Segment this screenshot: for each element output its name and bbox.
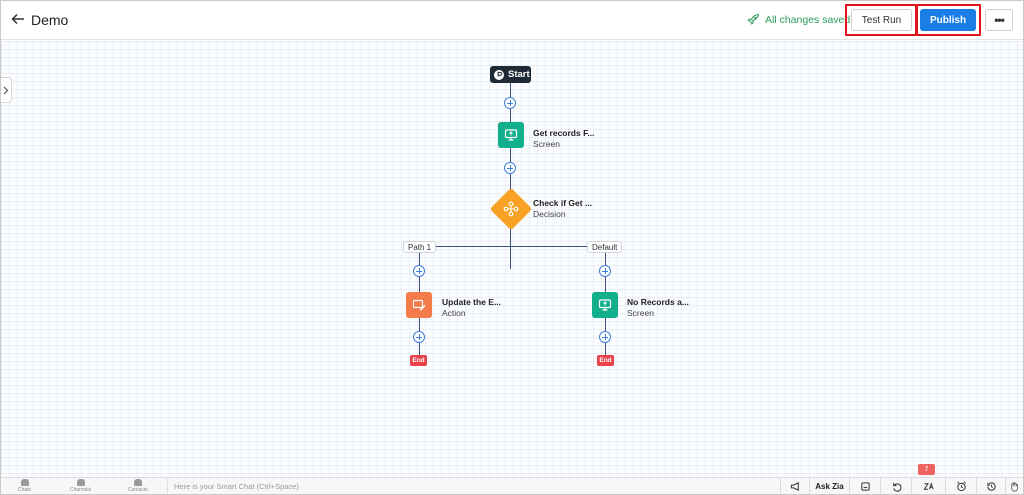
monitor-icon	[598, 299, 612, 311]
highlight-publish	[916, 4, 981, 36]
history-button[interactable]	[880, 478, 911, 494]
rocket-icon	[747, 14, 759, 25]
node-label[interactable]: Update the E... Action	[442, 297, 501, 319]
node-label[interactable]: Check if Get ... Decision	[533, 198, 592, 220]
start-logo-icon	[494, 69, 504, 80]
header-bar: Demo All changes saved Test Run Publish …	[1, 1, 1023, 40]
branch-icon	[503, 201, 519, 217]
node-title: Check if Get ...	[533, 198, 593, 208]
path-label-default[interactable]: Default	[587, 241, 623, 253]
more-options-button[interactable]: •••	[985, 9, 1013, 31]
clock-history-icon	[986, 482, 996, 491]
screen-node[interactable]	[498, 122, 524, 148]
end-marker[interactable]: End	[410, 355, 427, 366]
alarm-clock-icon	[956, 481, 966, 492]
undo-icon	[892, 482, 901, 492]
notification-badge: 7	[918, 464, 935, 475]
connector-line	[419, 246, 605, 247]
page-title: Demo	[31, 12, 69, 28]
hand-icon	[1011, 482, 1019, 492]
node-title: No Records a...	[627, 297, 689, 307]
node-title: Update the E...	[442, 297, 502, 307]
connector-line	[510, 83, 511, 269]
recent-activity-button[interactable]	[976, 478, 1005, 494]
node-type: Action	[442, 308, 466, 318]
node-type: Decision	[533, 209, 566, 219]
node-type: Screen	[533, 139, 560, 149]
sidebar-toggle[interactable]	[1, 77, 12, 103]
edit-record-icon	[412, 299, 426, 311]
bottom-contacts[interactable]: Contacts	[128, 479, 148, 493]
node-type: Screen	[627, 308, 654, 318]
saved-text: All changes saved	[765, 13, 851, 26]
start-node[interactable]: Start	[490, 66, 531, 83]
add-step-button[interactable]	[504, 97, 516, 109]
contacts-icon	[133, 479, 142, 486]
bottom-channels-label: Channels	[70, 487, 92, 493]
publish-button[interactable]: Publish	[920, 9, 976, 31]
test-run-button[interactable]: Test Run	[851, 9, 912, 31]
flow-canvas[interactable]: Start Get records F... Screen Check if G…	[1, 41, 1023, 477]
bottom-chats-label: Chats	[18, 487, 32, 493]
sticky-note-button[interactable]	[849, 478, 880, 494]
end-marker[interactable]: End	[597, 355, 614, 366]
screen-node[interactable]	[592, 292, 618, 318]
help-button[interactable]	[1005, 478, 1023, 494]
add-step-button[interactable]	[413, 265, 425, 277]
node-label[interactable]: Get records F... Screen	[533, 128, 594, 150]
add-step-button[interactable]	[599, 265, 611, 277]
add-step-button[interactable]	[413, 331, 425, 343]
add-step-button[interactable]	[599, 331, 611, 343]
arrow-left-icon[interactable]	[10, 11, 26, 27]
node-title: Get records F...	[533, 128, 595, 138]
zia-button[interactable]	[911, 478, 945, 494]
ask-zia-button[interactable]: Ask Zia	[809, 478, 849, 494]
bottom-chats[interactable]: Chats	[18, 479, 31, 493]
node-label[interactable]: No Records a... Screen	[627, 297, 689, 319]
bottom-bar: Chats Channels Contacts Here is your Sma…	[1, 477, 1023, 494]
monitor-icon	[504, 129, 518, 141]
alarm-button[interactable]	[945, 478, 976, 494]
action-node[interactable]	[406, 292, 432, 318]
ask-zia-label: Ask Zia	[815, 482, 844, 491]
chat-icon	[20, 479, 29, 486]
save-status: All changes saved	[747, 13, 850, 26]
smart-chat-input[interactable]: Here is your Smart Chat (Ctrl+Space)	[167, 478, 767, 494]
bottom-contacts-label: Contacts	[128, 487, 148, 493]
bottom-channels[interactable]: Channels	[70, 479, 91, 493]
add-step-button[interactable]	[504, 162, 516, 174]
announcement-button[interactable]	[780, 478, 809, 494]
path-label-path-1[interactable]: Path 1	[403, 241, 437, 253]
megaphone-icon	[790, 482, 799, 491]
note-icon	[860, 482, 870, 491]
channels-icon	[76, 479, 85, 486]
start-label: Start	[508, 69, 530, 80]
chevron-right-icon	[3, 86, 9, 94]
zia-icon	[923, 482, 934, 490]
